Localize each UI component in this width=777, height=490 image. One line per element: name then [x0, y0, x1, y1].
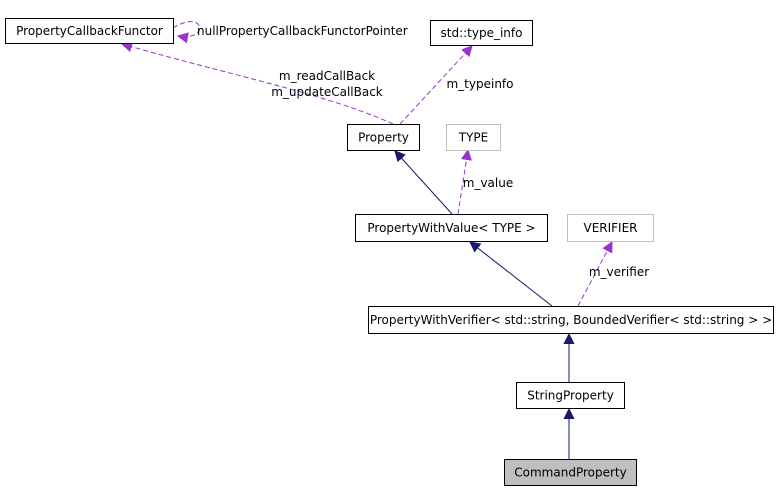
class-label: PropertyCallbackFunctor — [16, 24, 163, 38]
class-box[interactable] — [567, 214, 654, 242]
edge-label-property-typeinfo: m_typeinfo — [446, 77, 513, 91]
edges-layer — [122, 21, 612, 459]
class-box[interactable] — [516, 382, 625, 409]
class-node-property-with-value[interactable]: PropertyWithValue< TYPE > — [355, 214, 548, 242]
edge-self-callback — [172, 21, 201, 37]
edge-pwv-type — [457, 150, 468, 215]
edge-label-pwv-type: m_value — [463, 176, 513, 190]
class-label: StringProperty — [527, 389, 614, 403]
class-box[interactable] — [446, 124, 501, 151]
class-node-command-property[interactable]: CommandProperty — [504, 459, 637, 486]
class-label: Property — [358, 131, 409, 145]
edge-label-self-callback: nullPropertyCallbackFunctorPointer — [197, 24, 408, 38]
edge-pwver-pwv — [470, 242, 553, 307]
nodes-layer: PropertyCallbackFunctor std::type_infoPro… — [5, 18, 774, 486]
class-box[interactable] — [347, 124, 420, 151]
class-label: TYPE — [458, 131, 488, 145]
class-label: VERIFIER — [583, 221, 637, 235]
class-label: PropertyWithVerifier< std::string, Bound… — [370, 313, 772, 327]
class-box[interactable] — [504, 459, 637, 486]
class-node-string-property[interactable]: StringProperty — [516, 382, 625, 409]
edge-pwv-property — [395, 151, 453, 215]
edge-pwver-verifier — [577, 242, 612, 307]
class-label: CommandProperty — [514, 466, 626, 480]
edge-labels-layer: nullPropertyCallbackFunctorPointer m_read… — [197, 24, 649, 279]
edge-property-typeinfo — [399, 46, 472, 125]
class-node-type-info[interactable]: std::type_info — [430, 20, 533, 46]
edge-label-property-callbacks: m_updateCallBack — [271, 85, 383, 99]
class-node-type[interactable]: TYPE — [446, 124, 501, 151]
edge-label-pwver-verifier: m_verifier — [589, 265, 649, 279]
class-node-property-with-verifier[interactable]: PropertyWithVerifier< std::string, Bound… — [368, 306, 774, 334]
class-node-callback-functor[interactable]: PropertyCallbackFunctor — [5, 18, 174, 44]
class-node-verifier[interactable]: VERIFIER — [567, 214, 654, 242]
class-node-property[interactable]: Property — [347, 124, 420, 151]
edge-property-callbacks — [122, 44, 394, 125]
class-label: PropertyWithValue< TYPE > — [367, 221, 535, 235]
class-box[interactable] — [355, 214, 548, 242]
edge-label-property-callbacks: m_readCallBack — [279, 69, 375, 83]
class-box[interactable] — [5, 18, 174, 44]
class-box[interactable] — [430, 20, 533, 46]
class-label: std::type_info — [441, 26, 523, 40]
class-box[interactable] — [368, 306, 774, 334]
